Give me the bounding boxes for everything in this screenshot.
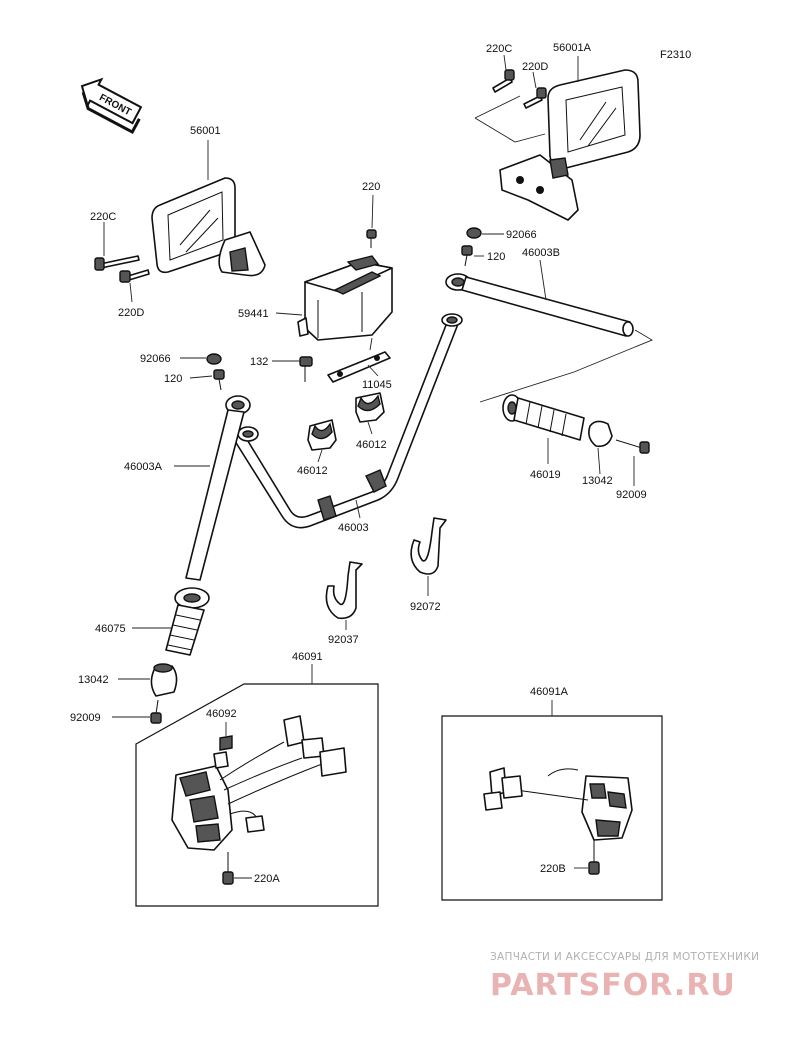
callout-46012-a: 46012 bbox=[297, 465, 328, 477]
callout-220D-right: 220D bbox=[522, 61, 548, 73]
left-cap-92066 bbox=[206, 353, 222, 365]
holder-plate-part bbox=[327, 351, 391, 383]
callout-46075: 46075 bbox=[95, 623, 126, 635]
right-screw-92009 bbox=[615, 439, 650, 454]
callout-56001: 56001 bbox=[190, 125, 221, 137]
left-grip-part bbox=[165, 587, 210, 656]
left-switch-part-46092 bbox=[213, 735, 233, 769]
callout-120-right: 120 bbox=[487, 251, 505, 263]
callout-92072: 92072 bbox=[410, 601, 441, 613]
callout-46003A: 46003A bbox=[124, 461, 163, 473]
callout-220B: 220B bbox=[540, 863, 566, 875]
left-mirror-bolts bbox=[94, 255, 150, 283]
right-switch-screw-220B bbox=[588, 840, 600, 875]
callout-220A: 220A bbox=[254, 873, 280, 885]
right-switch-harness-part bbox=[483, 767, 589, 811]
callout-220C-left: 220C bbox=[90, 211, 116, 223]
watermark-tagline: ЗАПЧАСТИ И АКСЕССУАРЫ ДЛЯ МОТОТЕХНИКИ bbox=[490, 951, 759, 963]
right-bolt-120 bbox=[461, 245, 473, 267]
callout-13042-left: 13042 bbox=[78, 674, 109, 686]
right-weight-part bbox=[588, 420, 613, 448]
clamp-92072-part bbox=[410, 517, 447, 575]
right-mirror-bolts bbox=[492, 69, 547, 109]
front-arrow-icon: FRONT bbox=[80, 77, 143, 135]
meter-cover-screw bbox=[366, 229, 377, 248]
left-switch-screw-220A bbox=[222, 852, 234, 885]
left-switch-housing-part bbox=[171, 765, 233, 851]
callout-220C-right: 220C bbox=[486, 43, 512, 55]
right-cap-92066 bbox=[466, 227, 482, 239]
callout-56001A: 56001A bbox=[553, 42, 592, 54]
handlebar-holder-2 bbox=[355, 392, 385, 423]
callout-220D-left: 220D bbox=[118, 307, 144, 319]
clamp-92037-part bbox=[325, 561, 363, 620]
callout-46091: 46091 bbox=[292, 651, 323, 663]
callout-46091A: 46091A bbox=[530, 686, 569, 698]
callout-92066-left: 92066 bbox=[140, 353, 171, 365]
watermark-logo: PARTSFOR.RU bbox=[490, 968, 736, 1003]
callout-132: 132 bbox=[250, 356, 268, 368]
callout-11045: 11045 bbox=[362, 379, 392, 391]
right-switch-box bbox=[441, 715, 663, 901]
callout-120-left: 120 bbox=[164, 373, 182, 385]
left-screw-92009 bbox=[150, 699, 162, 724]
callout-46003: 46003 bbox=[338, 522, 369, 534]
right-handlebar-part bbox=[445, 273, 634, 337]
callout-46019: 46019 bbox=[530, 469, 561, 481]
callout-46092: 46092 bbox=[206, 708, 237, 720]
callout-92037: 92037 bbox=[328, 634, 359, 646]
callout-92066-right: 92066 bbox=[506, 229, 537, 241]
callout-220: 220 bbox=[362, 181, 380, 193]
left-mirror-part bbox=[151, 177, 266, 277]
left-switch-harness-part bbox=[219, 715, 347, 833]
right-grip-part bbox=[502, 394, 585, 441]
callout-46012-b: 46012 bbox=[356, 439, 387, 451]
holder-bolt-132 bbox=[299, 356, 313, 382]
left-bolt-120 bbox=[213, 369, 225, 391]
callout-92009-left: 92009 bbox=[70, 712, 101, 724]
left-switch-box bbox=[135, 683, 379, 907]
callout-13042-right: 13042 bbox=[582, 475, 613, 487]
meter-cover-part bbox=[297, 255, 393, 341]
callout-46003B: 46003B bbox=[522, 247, 560, 259]
callout-59441: 59441 bbox=[238, 308, 269, 320]
handlebar-46003-part bbox=[232, 313, 463, 529]
handlebar-holder-1 bbox=[307, 419, 337, 451]
diagram-code: F2310 bbox=[660, 49, 691, 61]
right-switch-housing-part bbox=[581, 775, 633, 841]
left-weight-part bbox=[150, 663, 178, 697]
callout-92009-right: 92009 bbox=[616, 489, 647, 501]
right-mirror-part bbox=[499, 69, 641, 221]
left-handlebar-part bbox=[185, 395, 251, 581]
